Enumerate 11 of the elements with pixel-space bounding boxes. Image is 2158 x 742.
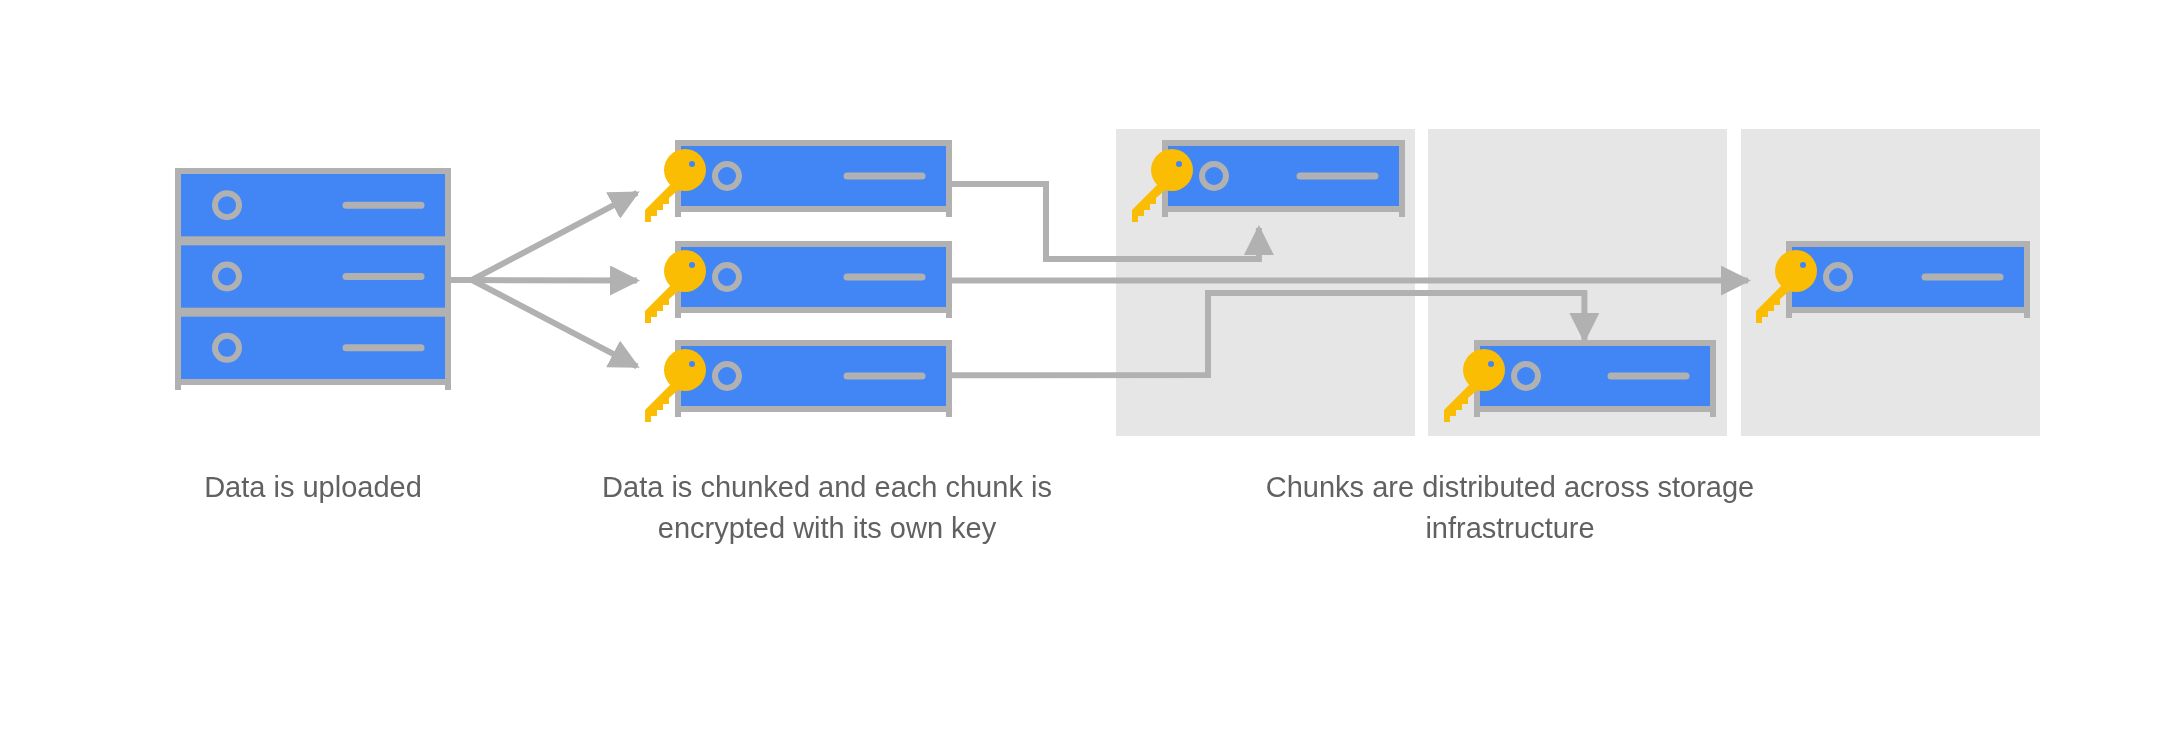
caption-text: Data is uploaded — [203, 470, 423, 505]
arrow — [952, 290, 1600, 379]
caption-text: Data is chunked and each chunk is encrypted with its own key — [601, 470, 1053, 546]
arrow — [451, 277, 640, 370]
storage-zone-panel — [1116, 129, 1415, 436]
server-stack-drawing — [175, 168, 451, 392]
caption-text: Chunks are distributed across storage infrastructure — [1264, 470, 1756, 546]
storage-zone-panel — [1428, 129, 1727, 436]
arrow — [952, 181, 1274, 262]
storage-zone-panel — [1741, 129, 2040, 436]
arrow — [952, 265, 1751, 296]
